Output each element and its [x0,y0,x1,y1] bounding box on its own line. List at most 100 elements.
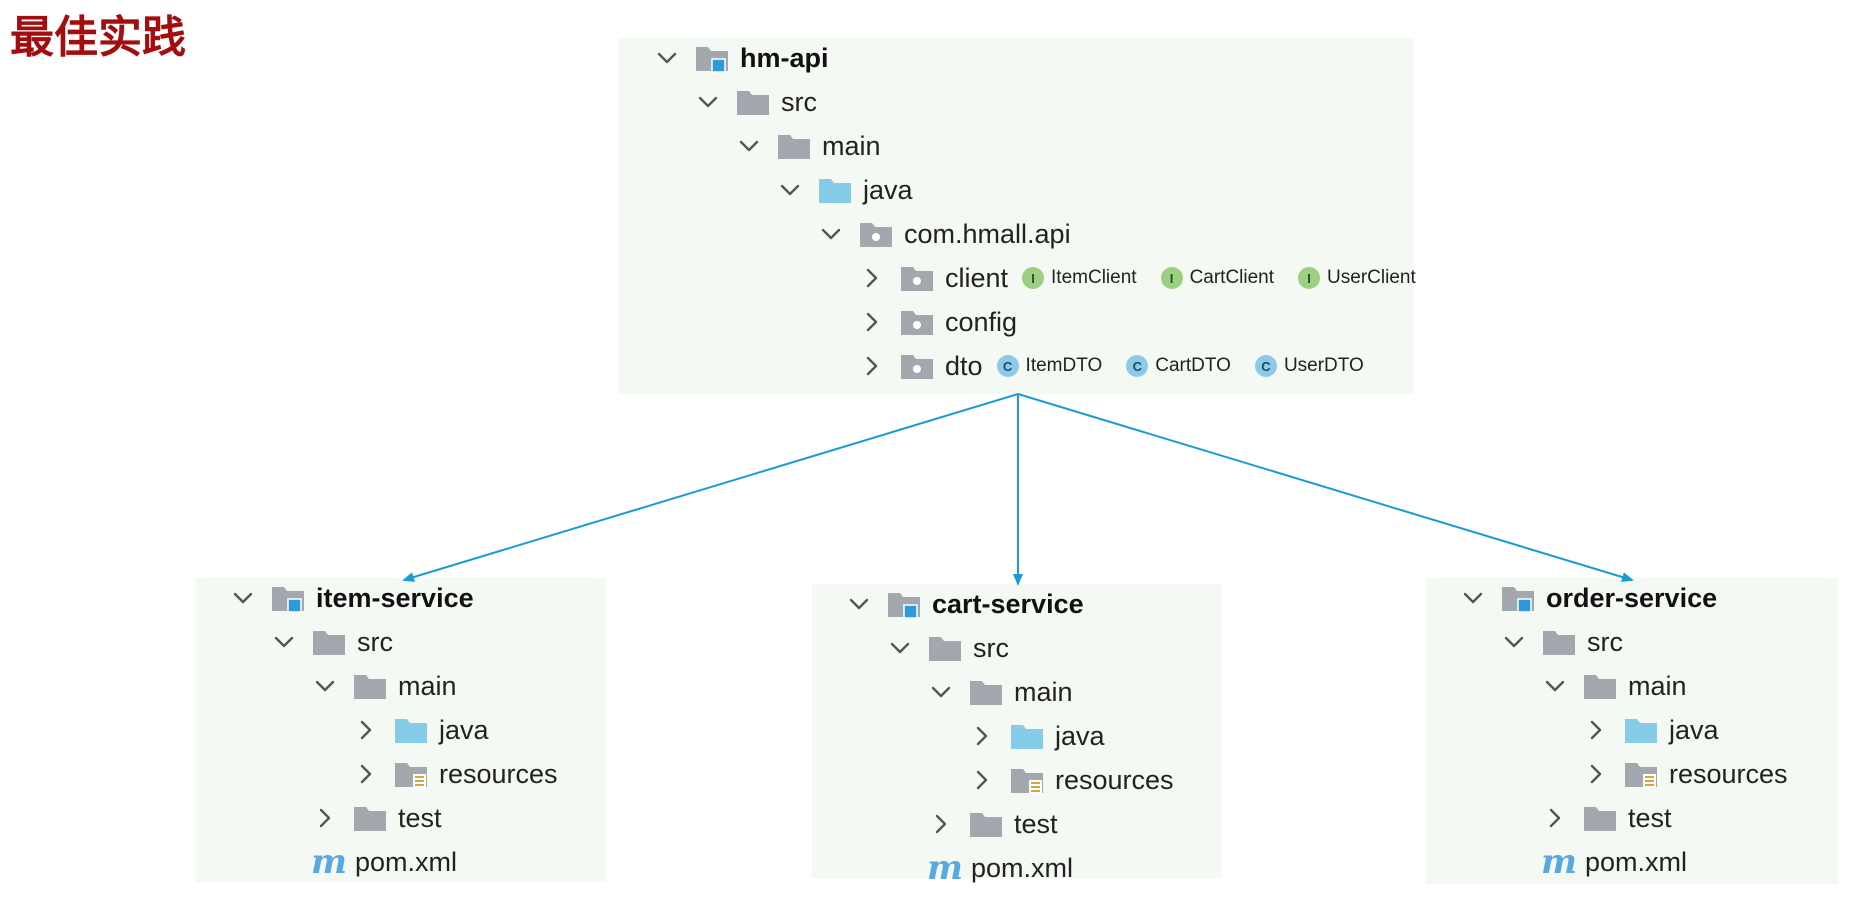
class-badge-icon: C [996,355,1019,377]
arrow-to-order-service [1017,393,1634,582]
tree-row-label: dto [945,350,983,381]
tree-row-java[interactable]: java [971,716,1105,756]
chevron-down-icon[interactable] [889,637,911,659]
package-icon [858,218,894,250]
chevron-down-icon[interactable] [1503,631,1525,653]
maven-icon: m [1541,842,1577,882]
interface-badge-icon: I [1022,267,1045,289]
tree-row-label: pom.xml [355,846,458,877]
interface-name: UserClient [1327,267,1416,288]
tree-row-item-service[interactable]: item-service [232,578,474,618]
tree-row-src[interactable]: src [889,628,1009,668]
tree-row-resources[interactable]: resources [355,754,558,794]
chevron-down-icon[interactable] [273,631,295,653]
tree-row-label: src [973,632,1009,663]
chevron-right-icon[interactable] [314,807,336,829]
tree-row-main[interactable]: main [930,672,1073,712]
chevron-down-icon[interactable] [232,587,254,609]
tree-row-test[interactable]: test [1544,798,1672,838]
tree-row-cart-service[interactable]: cart-service [848,584,1084,624]
chevron-right-icon[interactable] [1585,719,1607,741]
module-icon [1500,582,1536,614]
tree-row-java[interactable]: java [779,170,913,210]
tree-row-label: resources [1055,764,1174,795]
folder-icon [311,626,347,658]
class-badge-icon: C [1254,355,1277,377]
chevron-down-icon[interactable] [656,47,678,69]
tree-row-label: main [1014,676,1073,707]
tree-row-com-hmall-api[interactable]: com.hmall.api [820,214,1071,254]
tree-row-label: src [1587,626,1623,657]
tree-row-src[interactable]: src [273,622,393,662]
chevron-right-icon[interactable] [971,769,993,791]
chevron-down-icon[interactable] [820,223,842,245]
source-folder-icon [1623,714,1659,746]
tree-row-src[interactable]: src [697,82,817,122]
tree-row-pom-xml[interactable]: m pom.xml [1503,842,1687,882]
tree-row-label: config [945,306,1018,337]
package-icon [899,350,935,382]
class-name: ItemDTO [1025,355,1103,376]
class-chip[interactable]: C CartDTO [1126,355,1231,377]
chevron-down-icon[interactable] [697,91,719,113]
tree-row-resources[interactable]: resources [971,760,1174,800]
chevron-down-icon[interactable] [1462,587,1484,609]
chevron-right-icon[interactable] [861,355,883,377]
class-badge-icon: C [1126,355,1149,377]
chevron-right-icon[interactable] [861,267,883,289]
chevron-down-icon[interactable] [314,675,336,697]
chevron-right-icon[interactable] [1544,807,1566,829]
folder-icon [968,676,1004,708]
tree-row-hm-api[interactable]: hm-api [656,38,829,78]
interface-badge-icon: I [1160,267,1183,289]
chevron-right-icon[interactable] [861,311,883,333]
source-folder-icon [393,714,429,746]
module-icon [270,582,306,614]
class-name: CartDTO [1155,355,1231,376]
tree-row-label: src [357,626,393,657]
tree-row-label: main [1628,670,1687,701]
tree-row-label: pom.xml [1585,846,1688,877]
tree-row-label: main [398,670,457,701]
tree-row-test[interactable]: test [314,798,442,838]
module-icon [886,588,922,620]
chevron-right-icon[interactable] [355,763,377,785]
tree-row-label: test [398,802,442,833]
chevron-right-icon[interactable] [1585,763,1607,785]
chevron-down-icon[interactable] [848,593,870,615]
tree-row-label: client [945,262,1009,293]
tree-row-main[interactable]: main [1544,666,1687,706]
tree-row-label: test [1628,802,1672,833]
tree-row-main[interactable]: main [314,666,457,706]
chevron-down-icon[interactable] [779,179,801,201]
tree-row-config[interactable]: config [861,302,1017,342]
interface-badge-icon: I [1298,267,1321,289]
chevron-down-icon[interactable] [1544,675,1566,697]
tree-row-main[interactable]: main [738,126,881,166]
maven-icon: m [927,848,963,888]
resources-folder-icon [393,758,429,790]
interface-chip[interactable]: I UserClient [1298,267,1416,289]
tree-row-src[interactable]: src [1503,622,1623,662]
chevron-down-icon[interactable] [930,681,952,703]
tree-row-java[interactable]: java [1585,710,1719,750]
tree-row-resources[interactable]: resources [1585,754,1788,794]
class-chip[interactable]: C ItemDTO [996,355,1103,377]
tree-row-test[interactable]: test [930,804,1058,844]
tree-row-label: java [1055,720,1105,751]
chevron-right-icon[interactable] [971,725,993,747]
tree-row-order-service[interactable]: order-service [1462,578,1717,618]
chevron-right-icon[interactable] [930,813,952,835]
chevron-down-icon[interactable] [738,135,760,157]
chevron-right-icon[interactable] [355,719,377,741]
tree-row-java[interactable]: java [355,710,489,750]
